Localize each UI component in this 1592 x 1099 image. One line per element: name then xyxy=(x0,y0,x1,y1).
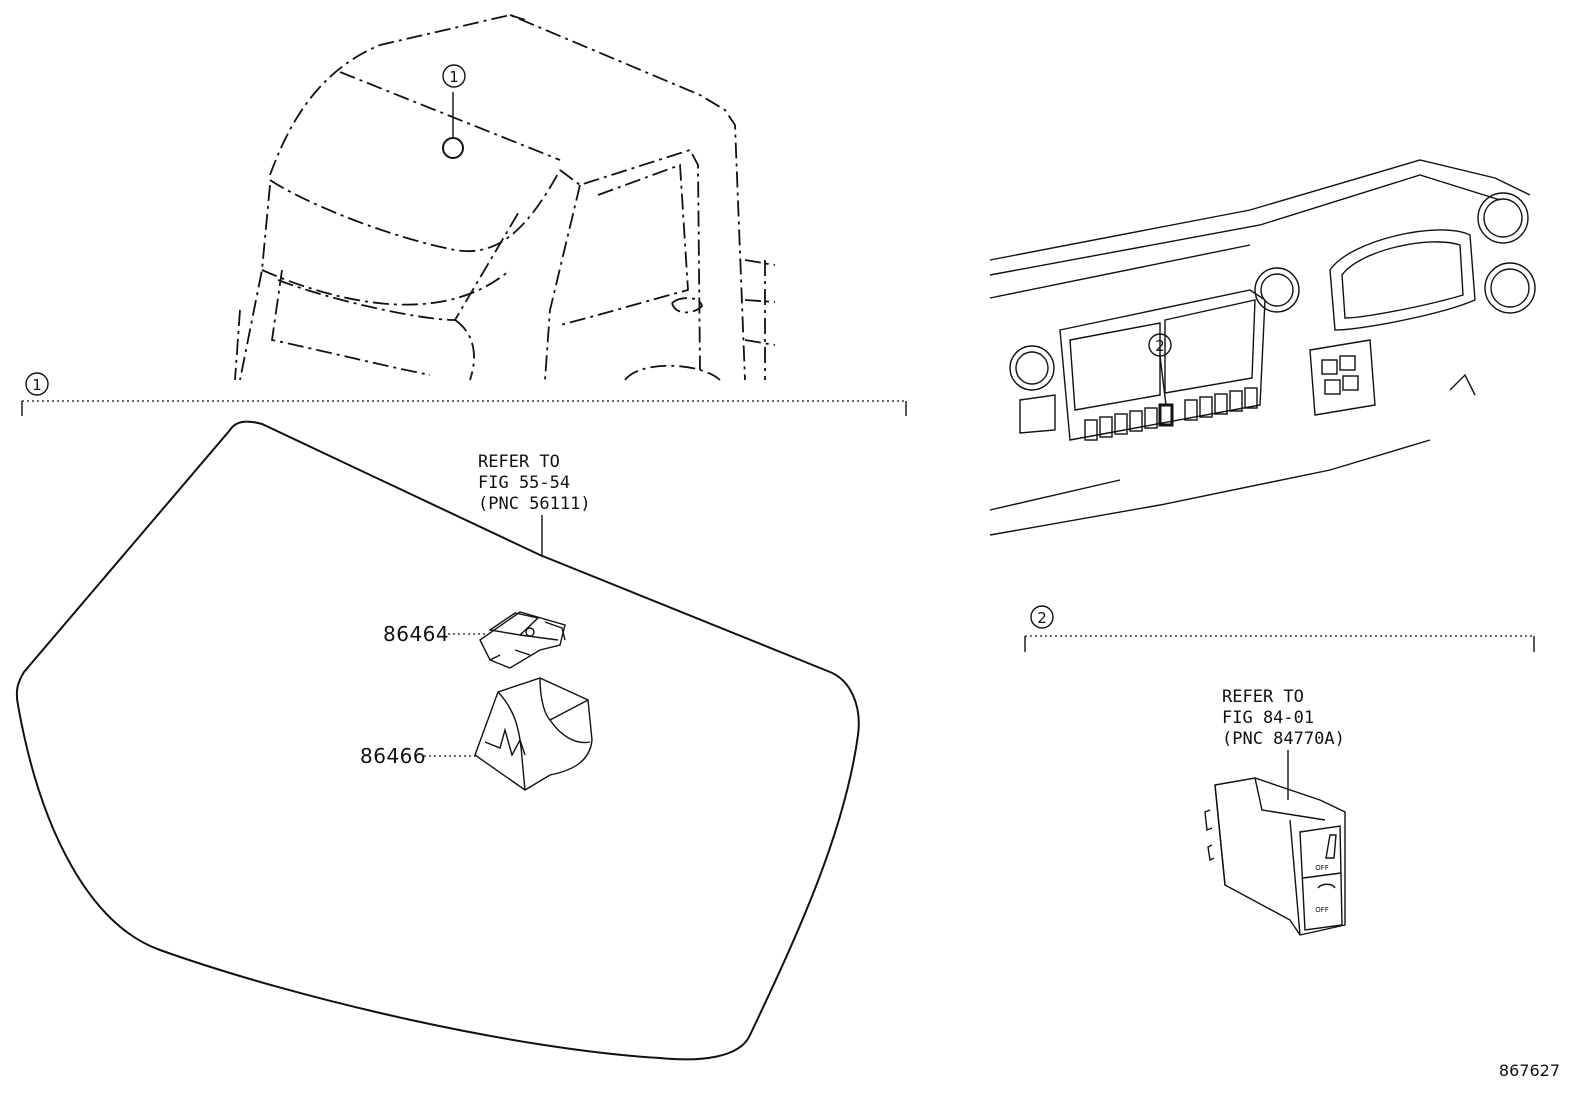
group-2-bracket: 2 xyxy=(1024,605,1535,652)
part-86466-cover[interactable]: 86466 xyxy=(360,677,593,791)
sensor-location-marker xyxy=(442,137,464,159)
group-2-marker: 2 xyxy=(1037,609,1047,627)
illustration-id: 867627 xyxy=(1499,1061,1560,1080)
callout-label-2: 2 xyxy=(1155,337,1165,355)
refer-label-fig-84-01[interactable]: REFER TO FIG 84-01 (PNC 84770A) xyxy=(1222,687,1345,800)
refer-line-1: REFER TO xyxy=(1222,687,1304,707)
part-number-86464: 86464 xyxy=(383,622,449,646)
callout-label-1: 1 xyxy=(449,68,459,86)
refer-line-2: FIG 84-01 xyxy=(1222,708,1314,728)
windshield-glass xyxy=(15,420,860,1061)
group-1-bracket: 1 xyxy=(21,372,907,416)
refer-label-fig-55-54[interactable]: REFER TO FIG 55-54 (PNC 56111) xyxy=(478,452,591,557)
callout-circle-1 xyxy=(442,64,466,88)
refer-line-1: REFER TO xyxy=(478,452,560,472)
truck-cab-illustration: 1 xyxy=(234,14,776,381)
dashboard-illustration: 2 xyxy=(989,159,1536,536)
part-number-86466: 86466 xyxy=(360,744,426,768)
refer-line-3: (PNC 56111) xyxy=(478,494,591,514)
switch-assembly[interactable]: OFF OFF xyxy=(1204,777,1346,936)
switch-label-bottom: OFF xyxy=(1315,906,1329,914)
part-86464-bracket[interactable]: 86464 xyxy=(383,611,566,669)
switch-label-top: OFF xyxy=(1315,864,1329,872)
refer-line-2: FIG 55-54 xyxy=(478,473,570,493)
refer-line-3: (PNC 84770A) xyxy=(1222,729,1345,749)
group-1-marker: 1 xyxy=(32,376,42,394)
